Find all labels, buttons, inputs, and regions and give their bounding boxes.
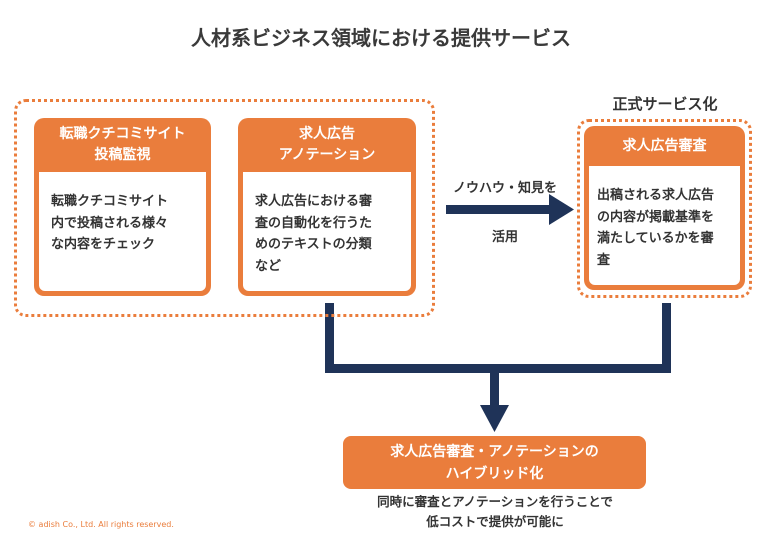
copyright-notice: © adish Co., Ltd. All rights reserved. <box>28 520 174 529</box>
card-review-monitoring-title: 転職クチコミサイト 投稿監視 <box>59 126 186 163</box>
arrow-right-icon <box>446 194 574 225</box>
card-job-ad-annotation-body: 求人広告における審 査の自動化を行うた めのテキストの分類 など <box>243 172 411 291</box>
card-job-ad-review: 求人広告審査 出稿される求人広告 の内容が掲載基準を 満たしているかを審 査 <box>584 126 745 290</box>
card-job-ad-annotation-title: 求人広告 アノテーション <box>278 126 376 163</box>
arrow-label-top: ノウハウ・知見を <box>452 181 557 196</box>
page-title: 人材系ビジネス領域における提供サービス <box>191 26 571 50</box>
pilot-services-group <box>14 99 435 317</box>
hybrid-service-box: 求人広告審査・アノテーションの ハイブリッド化 <box>343 436 646 489</box>
arrow-down-icon <box>480 405 509 432</box>
card-job-ad-review-title: 求人広告審査 <box>622 137 707 154</box>
card-job-ad-review-body: 出稿される求人広告 の内容が掲載基準を 満たしているかを審 査 <box>589 166 740 285</box>
arrow-label-bottom: 活用 <box>491 230 518 245</box>
official-service-group <box>577 119 752 298</box>
card-review-monitoring-body: 転職クチコミサイト 内で投稿される様々 な内容をチェック <box>39 172 206 291</box>
card-review-monitoring: 転職クチコミサイト 投稿監視 転職クチコミサイト 内で投稿される様々 な内容をチ… <box>34 118 211 296</box>
official-service-heading: 正式サービス化 <box>612 95 718 113</box>
card-job-ad-annotation: 求人広告 アノテーション 求人広告における審 査の自動化を行うた めのテキストの… <box>238 118 416 296</box>
merge-connector <box>325 303 671 408</box>
hybrid-service-caption: 同時に審査とアノテーションを行うことで 低コストで提供が可能に <box>377 494 613 529</box>
